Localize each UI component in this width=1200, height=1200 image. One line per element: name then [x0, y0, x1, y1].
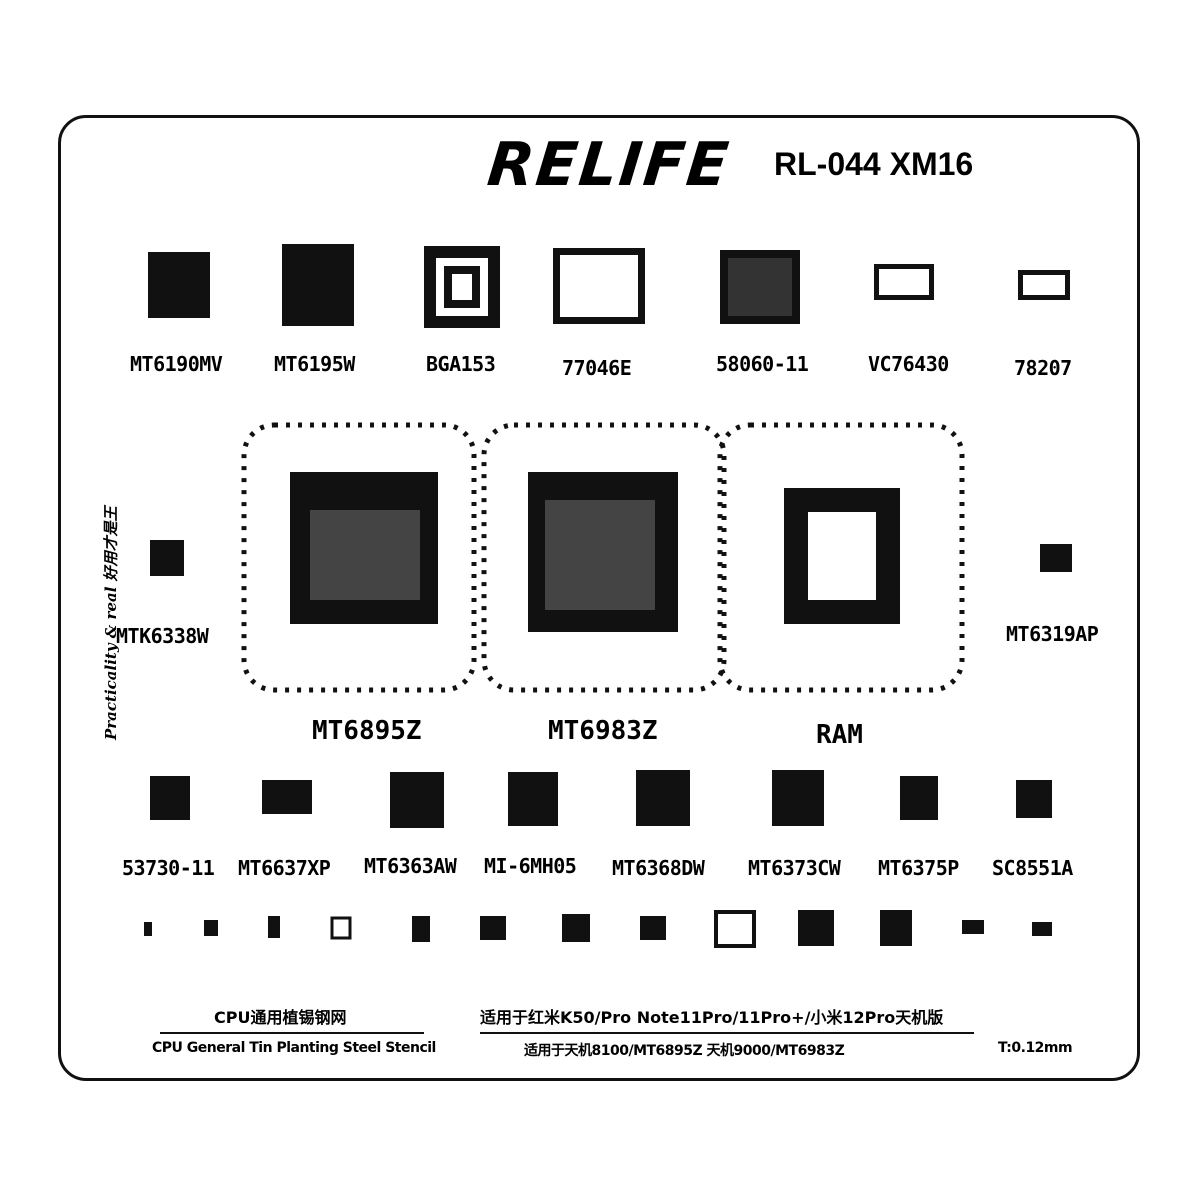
label-mt6983z: MT6983Z: [548, 716, 658, 746]
label-mt6895z: MT6895Z: [312, 716, 422, 746]
footer-center-rule: [480, 1032, 974, 1034]
chip-78207-pattern: [1018, 270, 1070, 300]
chip-mtk6338w-pattern: [150, 540, 184, 576]
chip-77046e-pattern: [553, 248, 645, 324]
small-pads-row: [144, 910, 1052, 948]
label-78207: 78207: [1014, 356, 1072, 380]
chip-mt6363aw-pattern: [390, 772, 444, 828]
label-mt6637xp: MT6637XP: [238, 856, 331, 880]
chip-53730-11-pattern: [150, 776, 190, 820]
footer-center-line1: 适用于红米K50/Pro Note11Pro/11Pro+/小米12Pro天机版: [480, 1008, 944, 1027]
chip-58060-11-pattern: [720, 250, 800, 324]
model-code: RL-044 XM16: [774, 146, 974, 182]
label-mt6375p: MT6375P: [878, 856, 959, 880]
label-mt6190mv: MT6190MV: [130, 352, 223, 376]
label-mtk6338w: MTK6338W: [116, 624, 209, 648]
chip-mt6319ap-pattern: [1040, 544, 1072, 572]
label-mt6195w: MT6195W: [274, 352, 355, 376]
label-mt6319ap: MT6319AP: [1006, 622, 1099, 646]
chip-mt6368dw-pattern: [636, 770, 690, 826]
chip-vc76430-pattern: [874, 264, 934, 300]
chip-mt6190mv-pattern: [148, 252, 210, 318]
label-mi-6mh05: MI-6MH05: [484, 854, 577, 878]
footer-left-cn: CPU通用植锡钢网: [214, 1008, 347, 1027]
footer-center-line2: 适用于天机8100/MT6895Z 天机9000/MT6983Z: [524, 1043, 845, 1059]
frame-mt6895z: [241, 422, 477, 693]
chip-mi-6mh05-pattern: [508, 772, 558, 826]
chip-mt6983z-pattern: [528, 472, 678, 632]
chip-sc8551a-pattern: [1016, 780, 1052, 818]
chip-bga153-pattern: [424, 246, 500, 328]
chip-mt6637xp-pattern: [262, 780, 312, 814]
chip-mt6373cw-pattern: [772, 770, 824, 826]
label-mt6373cw: MT6373CW: [748, 856, 841, 880]
label-77046e: 77046E: [562, 356, 632, 380]
footer-thickness: T:0.12mm: [998, 1040, 1073, 1056]
chip-mt6375p-pattern: [900, 776, 938, 820]
label-vc76430: VC76430: [868, 352, 949, 376]
brand-logo: RELIFE: [484, 130, 734, 200]
label-mt6368dw: MT6368DW: [612, 856, 705, 880]
chip-mt6195w-pattern: [282, 244, 354, 326]
label-53730-11: 53730-11: [122, 856, 215, 880]
chip-ram-pattern: [784, 488, 900, 624]
label-bga153: BGA153: [426, 352, 496, 376]
label-58060-11: 58060-11: [716, 352, 809, 376]
footer-left-rule: [160, 1032, 424, 1034]
vertical-slogan: Practicality & real 好用才是王: [100, 506, 121, 740]
label-mt6363aw: MT6363AW: [364, 854, 457, 878]
footer-left-en: CPU General Tin Planting Steel Stencil: [152, 1040, 436, 1056]
label-ram: RAM: [816, 720, 863, 750]
chip-mt6895z-pattern: [290, 472, 438, 624]
label-sc8551a: SC8551A: [992, 856, 1073, 880]
